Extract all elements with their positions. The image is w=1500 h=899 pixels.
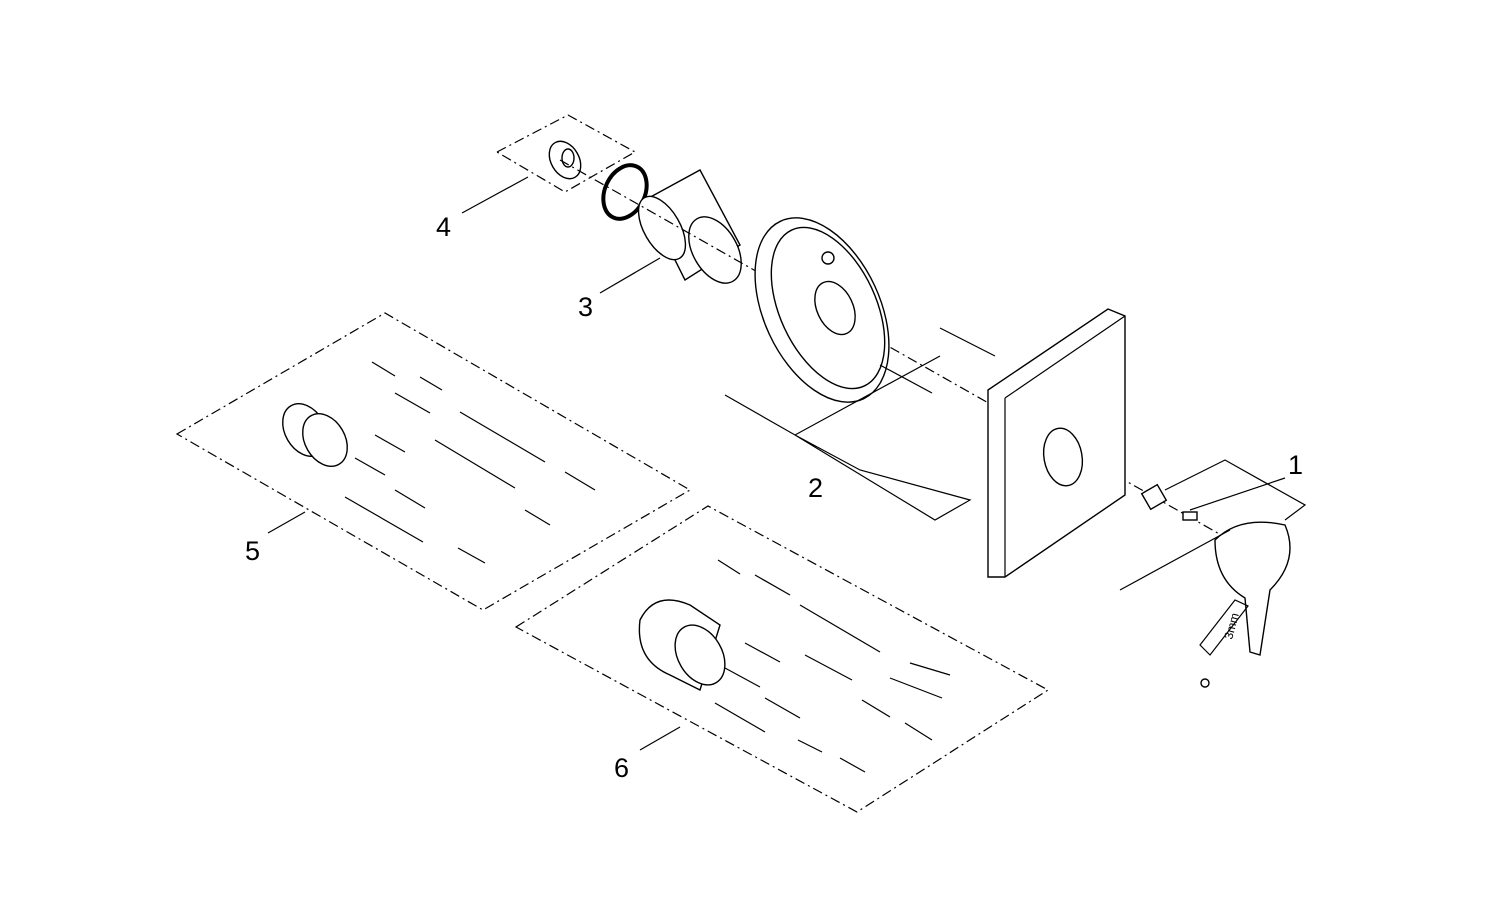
part-6-cap-2: [889, 677, 943, 699]
callout-2: 2: [808, 473, 823, 503]
faceplate-edge: [1004, 315, 1126, 399]
part-5-screw-1: [374, 434, 406, 453]
screw-lower: [879, 364, 933, 394]
leader-line-1: [1189, 477, 1286, 511]
part-3-sleeve-end: [637, 195, 687, 261]
assembly-axis: [559, 159, 1231, 541]
cap-screw: [1200, 678, 1210, 688]
callout-5: 5: [245, 536, 260, 566]
hex-key: [1199, 599, 1249, 656]
part-5-extension-1: [524, 509, 551, 526]
faceplate-hole: [1042, 427, 1084, 487]
bracket-2b: [794, 434, 972, 521]
part-5-extension-2: [457, 547, 486, 564]
part-5-screw-2: [354, 457, 386, 476]
leader-line-5: [267, 511, 306, 534]
part-5-group: 5: [175, 312, 692, 611]
part-5-nut: [419, 376, 443, 391]
part-6-screw-3: [764, 697, 801, 719]
leader-line-3: [599, 257, 661, 294]
bracket-1a: [1164, 459, 1307, 521]
part-4-group: 4: [436, 114, 637, 242]
rosette-screw-hole: [821, 251, 835, 265]
part-6-extension-4: [839, 757, 866, 773]
part-5-dashed-box: [175, 312, 692, 611]
part-3-sleeve-opening: [688, 216, 742, 284]
part-6-extension-3: [797, 739, 823, 753]
part-6-screw-1: [744, 642, 781, 663]
part-6-extension-2: [904, 722, 933, 741]
part-6-long-screw: [714, 702, 766, 733]
part-6-screw-2: [724, 667, 761, 688]
part-1-group: 3mm 1: [1119, 450, 1307, 688]
part-5-adapter: [394, 392, 431, 414]
part-6-pin: [717, 559, 741, 575]
leader-line-4: [461, 176, 529, 214]
part-6-spindle: [799, 604, 881, 653]
part-6-rod: [804, 654, 853, 681]
part-6-cartridge-face: [674, 624, 726, 686]
part-5-screw-3: [394, 489, 426, 509]
lever-handle: [1214, 521, 1291, 656]
callout-4: 4: [436, 212, 451, 242]
part-4-dashed-box: [495, 114, 637, 193]
callout-3: 3: [578, 292, 593, 322]
callout-6: 6: [614, 753, 629, 783]
faceplate: [987, 308, 1126, 578]
part-5-spindle: [459, 411, 546, 463]
hex-key-label: 3mm: [1221, 611, 1241, 640]
part-5-pin: [371, 361, 396, 377]
part-6-cap-1: [909, 662, 951, 676]
adapter-nut: [1140, 483, 1168, 511]
part-5-long-screw: [344, 496, 424, 543]
rosette-hole: [814, 280, 856, 336]
leader-line-6: [639, 726, 681, 751]
part-3-group: 3: [578, 169, 742, 322]
part-6-dashed-box: [514, 505, 1050, 813]
part-6-group: 6: [514, 505, 1050, 813]
screw-upper: [939, 327, 996, 357]
bracket-1b: [1119, 529, 1231, 591]
callout-1: 1: [1288, 450, 1303, 480]
part-5-cap: [564, 471, 596, 491]
part-5-cartridge-face: [302, 413, 348, 467]
part-6-adapter: [754, 574, 791, 596]
part-5-rod: [434, 439, 516, 489]
part-6-extension-1: [861, 699, 891, 718]
set-screw: [1182, 511, 1198, 521]
part-2-group: 2: [724, 217, 996, 521]
